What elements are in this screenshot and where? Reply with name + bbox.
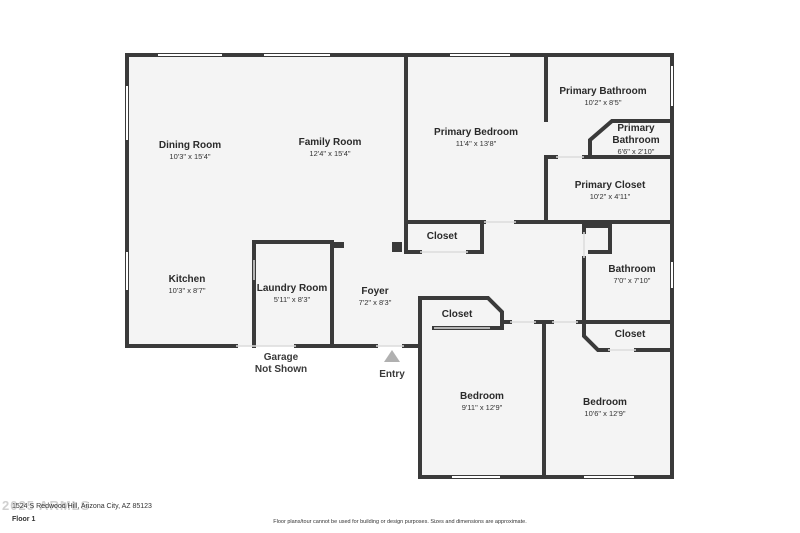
room-dims: 10'3" x 8'7": [168, 286, 206, 295]
floor-fill: [127, 55, 672, 477]
room-name: Primary Closet: [574, 180, 646, 191]
room-closet-bed1: Closet: [442, 309, 473, 321]
room-name: Foyer: [361, 286, 389, 297]
room-name: Primary Bathroom: [559, 86, 647, 97]
footer-address: 1524 S Redwood Hill, Arizona City, AZ 85…: [12, 503, 152, 510]
room-dims: 10'6" x 12'9": [584, 409, 626, 418]
windows: [126, 54, 673, 478]
room-laundry: Laundry Room 5'11" x 8'3": [257, 283, 328, 305]
room-primary-bathroom: Primary Bathroom 10'2" x 8'5": [559, 86, 646, 108]
room-dims: 7'2" x 8'3": [358, 298, 392, 307]
room-name-line2: Bathroom: [612, 135, 660, 146]
room-name: Primary Bedroom: [434, 127, 518, 138]
entry-label-text: Entry: [379, 369, 405, 380]
room-name: Closet: [426, 231, 458, 242]
room-name: Closet: [441, 309, 473, 320]
room-dims: 9'11" x 12'9": [461, 403, 503, 412]
room-closet-hall: Closet: [427, 231, 458, 243]
room-dims: 10'3" x 15'4": [169, 152, 211, 161]
room-name-line1: Primary: [617, 123, 655, 134]
room-dims: 6'6" x 2'10": [617, 147, 655, 156]
room-name: Kitchen: [168, 274, 206, 285]
entry-label: Entry: [379, 369, 405, 381]
footer-floor: Floor 1: [12, 516, 36, 523]
entry-arrow-icon: [384, 350, 400, 362]
garage-label: Garage Not Shown: [255, 352, 307, 376]
footer-disclaimer: Floor plans/tour cannot be used for buil…: [273, 519, 527, 525]
room-dims: 10'2" x 4'11": [589, 192, 631, 201]
room-name: Family Room: [298, 137, 362, 148]
room-primary-closet: Primary Closet 10'2" x 4'11": [575, 180, 646, 202]
room-dims: 5'11" x 8'3": [273, 295, 311, 304]
watermark: 2025 ARMLS: [2, 498, 91, 513]
room-dims: 10'2" x 8'5": [584, 98, 622, 107]
room-dims: 11'4" x 13'8": [455, 139, 497, 148]
room-name: Bathroom: [608, 264, 656, 275]
room-name: Closet: [614, 329, 646, 340]
door-openings: [236, 156, 636, 351]
garage-label-line1: Garage: [263, 352, 299, 363]
room-dining: Dining Room 10'3" x 15'4": [159, 140, 221, 162]
room-name: Dining Room: [158, 140, 222, 151]
garage-label-line2: Not Shown: [254, 364, 308, 375]
room-family: Family Room 12'4" x 15'4": [299, 137, 362, 159]
room-primary-bedroom: Primary Bedroom 11'4" x 13'8": [434, 127, 518, 149]
room-bedroom1: Bedroom 9'11" x 12'9": [460, 391, 504, 413]
room-name: Bedroom: [583, 397, 627, 408]
room-name: Laundry Room: [256, 283, 328, 294]
walls: [125, 53, 674, 479]
room-closet-bed2: Closet: [615, 329, 646, 341]
room-bedroom2: Bedroom 10'6" x 12'9": [583, 397, 627, 419]
room-dims: 12'4" x 15'4": [309, 149, 351, 158]
room-bathroom: Bathroom 7'0" x 7'10": [608, 264, 655, 286]
room-kitchen: Kitchen 10'3" x 8'7": [169, 274, 206, 296]
room-dims: 7'0" x 7'10": [613, 276, 651, 285]
room-name: Bedroom: [460, 391, 504, 402]
room-foyer: Foyer 7'2" x 8'3": [359, 286, 392, 308]
room-primary-bathroom-small: Primary Bathroom 6'6" x 2'10": [612, 123, 659, 157]
